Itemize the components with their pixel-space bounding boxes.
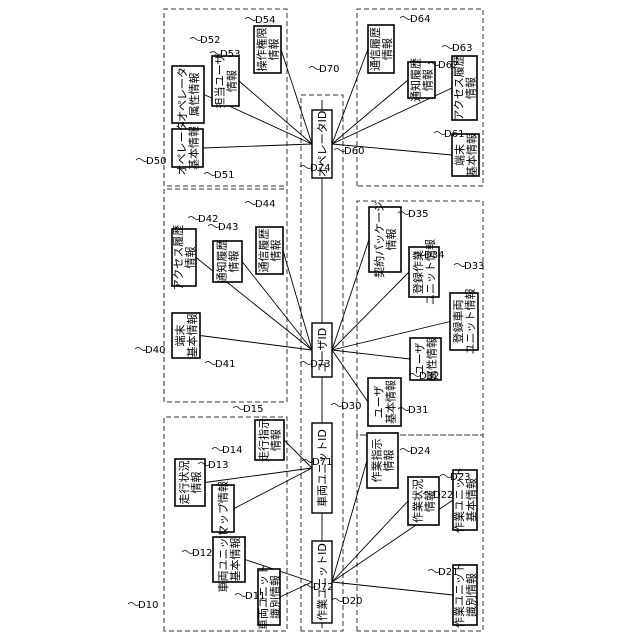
- ref-label-d22: D22: [433, 490, 453, 501]
- info-label-d43-1: 通知履歴: [215, 240, 229, 284]
- info-label-d31-2: 基本情報: [384, 380, 398, 424]
- ref-label-d15: D15: [243, 404, 263, 415]
- info-label-d63-2: 情報: [465, 77, 478, 99]
- ref-label-d10: D10: [138, 600, 158, 611]
- link-d15: [284, 440, 312, 468]
- info-label-d52-2: 属性情報: [187, 73, 201, 117]
- ref-label-d43: D43: [218, 222, 238, 233]
- ref-label-d42: D42: [198, 214, 218, 225]
- link-d11: [280, 582, 312, 597]
- ref-label-d13: D13: [208, 460, 228, 471]
- info-label-d14-1: マップ情報: [217, 481, 230, 536]
- info-label-d13-1: 走行状況: [177, 461, 191, 505]
- link-d31: [332, 350, 368, 402]
- ref-label-d72: D72: [313, 582, 333, 593]
- ref-label-d14: D14: [222, 445, 242, 456]
- info-label-d61-1: 端末: [453, 144, 467, 166]
- ref-label-d71: D71: [312, 457, 332, 468]
- ref-label-d63: D63: [452, 43, 472, 54]
- info-label-d13-2: 情報: [190, 472, 203, 494]
- ref-label-d50: D50: [146, 156, 166, 167]
- info-label-d53-2: 情報: [226, 70, 239, 92]
- ref-label-d23: D23: [450, 472, 470, 483]
- key-label-d71: 車両ユニットID: [315, 429, 329, 507]
- link-d53: [239, 81, 312, 144]
- ref-label-d35: D35: [408, 209, 428, 220]
- info-label-d44-2: 情報: [270, 240, 283, 262]
- link-d51: [203, 144, 312, 148]
- link-d34: [332, 272, 409, 350]
- info-label-d15-2: 情報: [270, 429, 283, 451]
- ref-label-d53: D53: [220, 49, 240, 60]
- ref-label-d30: D30: [341, 401, 361, 412]
- link-d14: [234, 468, 312, 509]
- info-label-d43-2: 情報: [228, 251, 241, 273]
- ref-label-d32: D32: [419, 371, 439, 382]
- ref-label-d44: D44: [255, 199, 275, 210]
- info-label-d33-1: 登録車両: [451, 300, 465, 344]
- ref-label-d41: D41: [215, 359, 235, 370]
- ref-label-d21: D21: [438, 567, 458, 578]
- ref-label-d61: D61: [444, 129, 464, 140]
- info-label-d62-1: 通知履歴: [409, 58, 423, 102]
- ref-label-d33: D33: [464, 261, 484, 272]
- info-label-d24-1: 作業指示: [370, 439, 384, 483]
- ref-label-d31: D31: [408, 405, 428, 416]
- ref-label-d70: D70: [319, 64, 339, 75]
- info-label-d61-2: 基本情報: [465, 133, 479, 177]
- info-label-d24-2: 情報: [383, 450, 396, 472]
- ref-label-d34: D34: [424, 250, 444, 261]
- link-d35: [332, 240, 369, 351]
- ref-label-d12: D12: [192, 548, 212, 559]
- info-label-d22-2: 基本情報: [464, 478, 478, 522]
- info-label-d53-1: 担当ユーザ: [213, 54, 227, 109]
- info-label-d54-2: 情報: [268, 39, 281, 61]
- link-d41: [200, 336, 312, 351]
- ref-label-d60: D60: [344, 146, 364, 157]
- info-label-d51-2: 基本情報: [187, 126, 201, 170]
- info-label-d42-2: 情報: [184, 247, 197, 269]
- ref-label-d24: D24: [410, 446, 430, 457]
- info-label-d34-2: ユニット情報: [424, 239, 437, 305]
- info-label-d41-2: 基本情報: [185, 314, 199, 358]
- info-label-d35-2: 情報: [385, 229, 398, 251]
- ref-label-d64: D64: [410, 14, 430, 25]
- ref-label-d73: D73: [310, 359, 330, 370]
- link-d54: [281, 50, 312, 145]
- ref-label-d54: D54: [255, 15, 275, 26]
- ref-label-d20: D20: [342, 596, 362, 607]
- ref-label-d51: D51: [214, 170, 234, 181]
- ref-label-d40: D40: [145, 345, 165, 356]
- info-label-d15-1: 走行指示: [257, 418, 271, 462]
- info-label-d34-1: 登録作業: [411, 250, 425, 294]
- info-label-d35-1: 契約パッケージ: [372, 201, 386, 278]
- ref-label-d62: D62: [438, 60, 458, 71]
- ref-label-d74: D74: [310, 163, 330, 174]
- info-label-d41-1: 端末: [173, 325, 187, 347]
- info-label-d33-2: ユニット情報: [464, 289, 477, 355]
- info-label-d64-2: 情報: [381, 38, 394, 60]
- link-d21: [332, 582, 453, 595]
- info-label-d12-2: 基本情報: [228, 538, 242, 582]
- ref-label-d52: D52: [200, 35, 220, 46]
- info-label-d23-1: 作業状況: [411, 479, 425, 523]
- info-label-d11-2: 識別情報: [269, 575, 282, 619]
- info-label-d54-1: 操作権限: [255, 28, 269, 72]
- ref-label-d11: D11: [245, 591, 265, 602]
- info-label-d21-2: 識別情報: [465, 573, 478, 617]
- link-d32: [332, 350, 410, 359]
- info-label-d62-2: 情報: [422, 69, 435, 91]
